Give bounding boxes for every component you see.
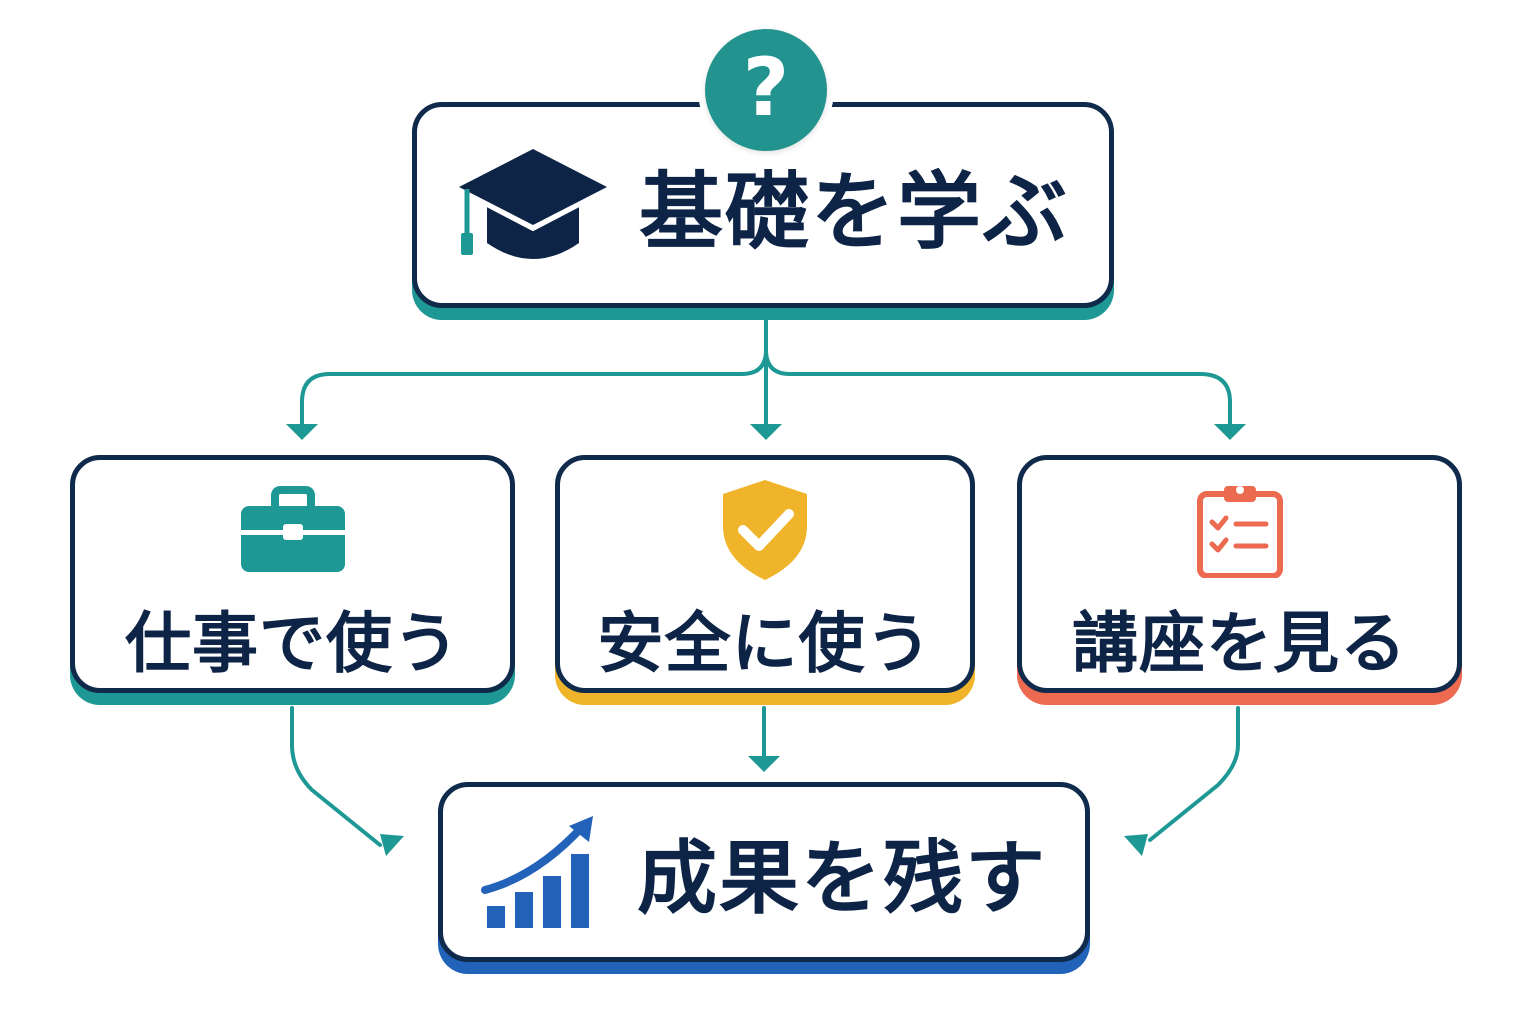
node-label: 基礎を学ぶ xyxy=(638,162,1069,261)
growth-chart-icon xyxy=(481,816,593,928)
arrowhead-bottom-right xyxy=(1124,834,1148,856)
node-label: 仕事で使う xyxy=(125,605,460,682)
node-label: 成果を残す xyxy=(637,832,1047,925)
question-icon: ? xyxy=(705,29,827,151)
arrowhead-safe xyxy=(750,424,782,440)
question-badge: ? xyxy=(698,22,834,158)
node-view-course: 講座を見る xyxy=(1017,455,1462,693)
arrowhead-course xyxy=(1214,424,1246,440)
node-use-at-work: 仕事で使う xyxy=(70,455,515,693)
arrowhead-bottom-center xyxy=(748,756,780,772)
connector-top-trunk xyxy=(300,316,768,428)
node-use-safely: 安全に使う xyxy=(555,455,975,693)
connector-work-to-bottom xyxy=(290,706,382,847)
node-label: 講座を見る xyxy=(1072,605,1407,682)
connector-course-to-bottom xyxy=(1148,706,1240,842)
arrowhead-bottom-left xyxy=(380,834,404,856)
briefcase-icon xyxy=(240,486,345,572)
graduation-cap-icon xyxy=(458,149,607,259)
shield-check-icon xyxy=(723,480,807,580)
connector-top-to-course xyxy=(764,348,1232,428)
arrowhead-work xyxy=(286,424,318,440)
node-label: 安全に使う xyxy=(597,605,933,682)
clipboard-checklist-icon xyxy=(1196,486,1283,578)
node-leave-results: 成果を残す xyxy=(438,782,1090,962)
